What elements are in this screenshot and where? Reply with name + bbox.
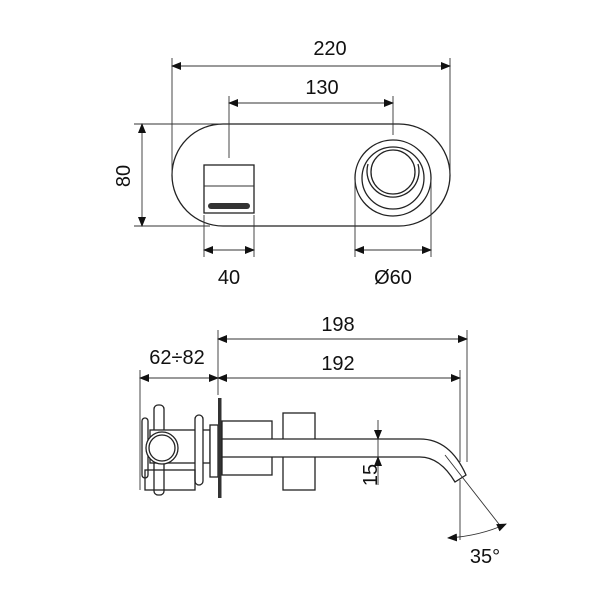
concealed-valve-body [141, 404, 219, 496]
lever-handle [203, 164, 255, 214]
dim-label-220: 220 [313, 38, 346, 60]
spout [221, 438, 467, 483]
dim-label-40: 40 [218, 267, 240, 289]
extension-lines-side [139, 330, 468, 490]
dim-label-62-82: 62÷82 [149, 347, 204, 369]
top-view: 220 130 80 40 Ø60 [113, 38, 451, 289]
dim-label-15: 15 [360, 464, 382, 486]
dim-label-192: 192 [321, 353, 354, 375]
dim-label-diameter-60: Ø60 [374, 267, 412, 289]
angle-indicator [444, 454, 507, 542]
control-knob [354, 139, 432, 217]
dim-label-130: 130 [305, 77, 338, 99]
side-view: 198 192 62÷82 15 35° [139, 314, 507, 568]
wall-plate-side [218, 398, 222, 498]
extension-lines [134, 58, 451, 257]
dim-label-80: 80 [113, 165, 135, 187]
dim-label-35-degrees: 35° [470, 546, 500, 568]
wall-plate-outline [171, 123, 451, 227]
dim-label-198: 198 [321, 314, 354, 336]
